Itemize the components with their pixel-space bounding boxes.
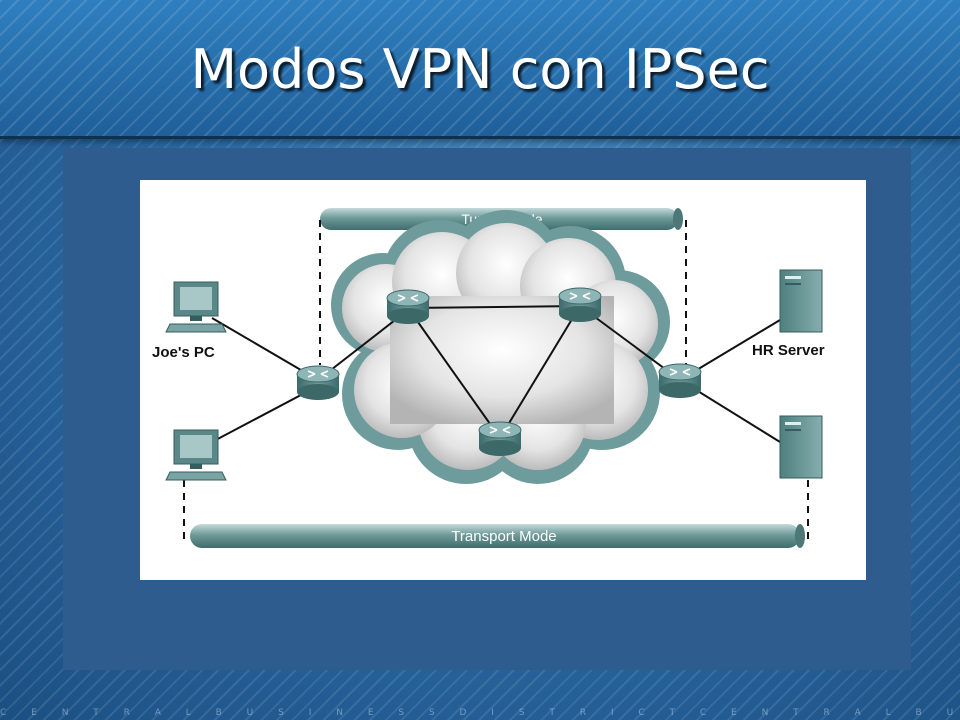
pc-icon-joe <box>165 281 227 333</box>
joes-pc-label: Joe's PC <box>152 344 215 361</box>
pc-icon-second <box>165 429 227 481</box>
transport-mode-pipe: Transport Mode <box>190 524 805 548</box>
transport-mode-label: Transport Mode <box>451 528 556 545</box>
router-edge-right <box>658 363 702 398</box>
hr-server-label: HR Server <box>752 342 825 359</box>
title-bar: Modos VPN con IPSec <box>0 0 960 139</box>
router-core-right <box>558 287 602 322</box>
router-core-bottom <box>478 421 522 456</box>
router-edge-left <box>296 365 340 400</box>
page-title: Modos VPN con IPSec <box>190 38 770 101</box>
server-icon-second <box>779 415 823 479</box>
diagram-frame: Tunnel Mode <box>140 180 866 580</box>
server-icon-hr <box>779 269 823 333</box>
footer-strip: C E N T R A L B U S I N E S S D I S T R … <box>0 708 960 718</box>
router-core-left <box>386 289 430 324</box>
network-diagram: Tunnel Mode <box>152 208 825 548</box>
